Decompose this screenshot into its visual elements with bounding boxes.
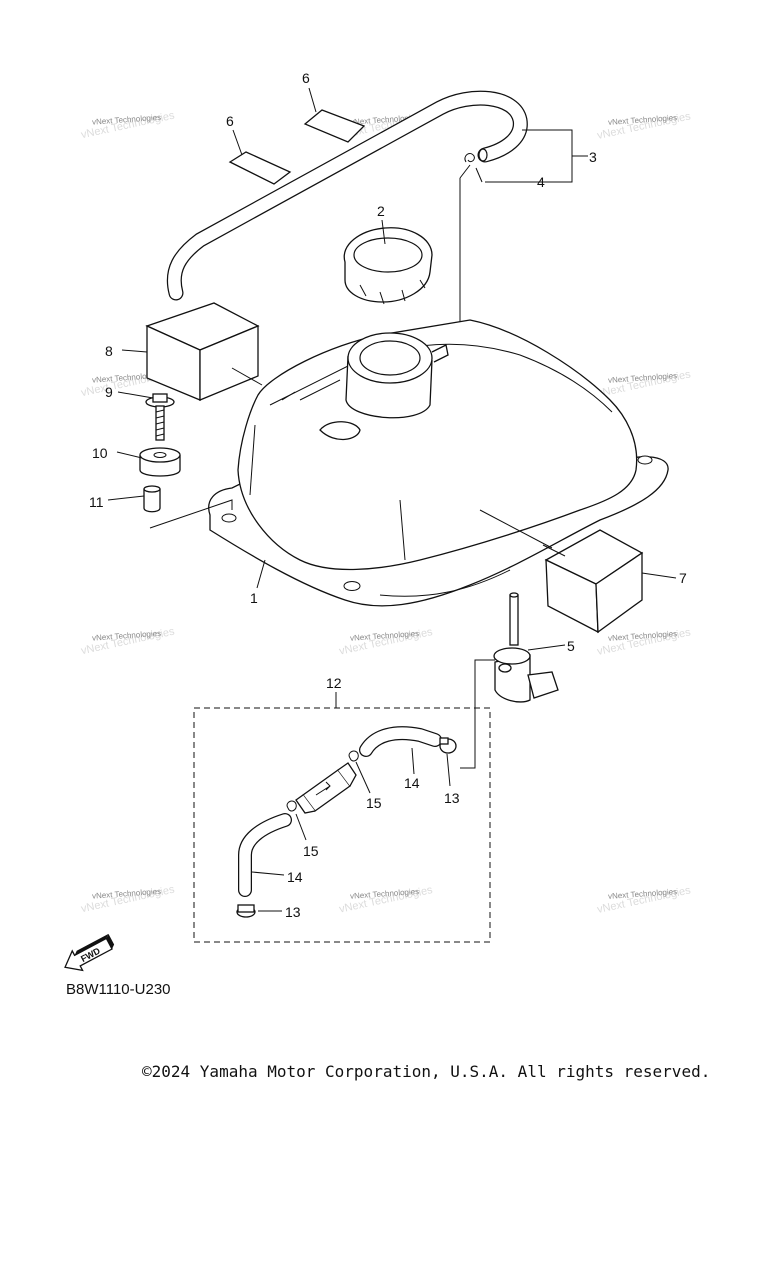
- damper-box-8: [145, 302, 260, 401]
- leader-lines: [107, 87, 677, 912]
- callout-11: 11: [89, 494, 104, 510]
- callout-15a: 15: [366, 795, 382, 811]
- callout-7: 7: [679, 570, 687, 586]
- fuel-filter: [295, 762, 357, 814]
- callout-10: 10: [92, 445, 108, 461]
- callout-9: 9: [105, 384, 113, 400]
- diagram-code: B8W1110-U230: [66, 981, 171, 998]
- callout-2: 2: [377, 203, 385, 219]
- callout-13a: 13: [444, 790, 460, 806]
- collar: [143, 485, 161, 513]
- damper-box-7: [544, 529, 644, 634]
- fuel-hose-kit-boundary: [193, 707, 491, 943]
- rubber-pad-6a: [228, 151, 292, 185]
- callout-8: 8: [105, 343, 113, 359]
- callout-13b: 13: [285, 904, 301, 920]
- clip-upper: [348, 750, 359, 762]
- fuel-hose-lower: [238, 813, 292, 897]
- hose-clip: [464, 153, 475, 163]
- callout-1: 1: [250, 590, 258, 606]
- hose-clamp-upper: [439, 737, 457, 754]
- bolt: [145, 393, 175, 441]
- rubber-pad-6b: [303, 109, 366, 143]
- fuel-tank: [208, 319, 669, 607]
- callout-6b: 6: [302, 70, 310, 86]
- callout-5: 5: [567, 638, 575, 654]
- clip-lower: [286, 800, 297, 812]
- callout-15b: 15: [303, 843, 319, 859]
- callout-14b: 14: [287, 869, 303, 885]
- forward-arrow-icon: FWD: [64, 933, 115, 972]
- grommet: [139, 447, 181, 477]
- callout-14a: 14: [404, 775, 420, 791]
- callout-3: 3: [589, 149, 597, 165]
- fuel-hose-upper: [359, 726, 442, 757]
- hose-clamp-lower: [236, 904, 256, 918]
- callout-4: 4: [537, 174, 545, 190]
- vent-hose: [166, 90, 528, 301]
- fuel-cock: [493, 592, 559, 703]
- fuel-cap: [343, 227, 433, 305]
- copyright-notice: ©2024 Yamaha Motor Corporation, U.S.A. A…: [142, 1062, 711, 1081]
- callout-6a: 6: [226, 113, 234, 129]
- fuel-tank-parts-diagram: vNext Technologies vNext Technologies vN…: [64, 70, 692, 998]
- callout-12: 12: [326, 675, 342, 691]
- callout-labels: 1 2 3 4 5 6 6 7 8 9 10 11 12 13 13 14 14…: [89, 70, 687, 920]
